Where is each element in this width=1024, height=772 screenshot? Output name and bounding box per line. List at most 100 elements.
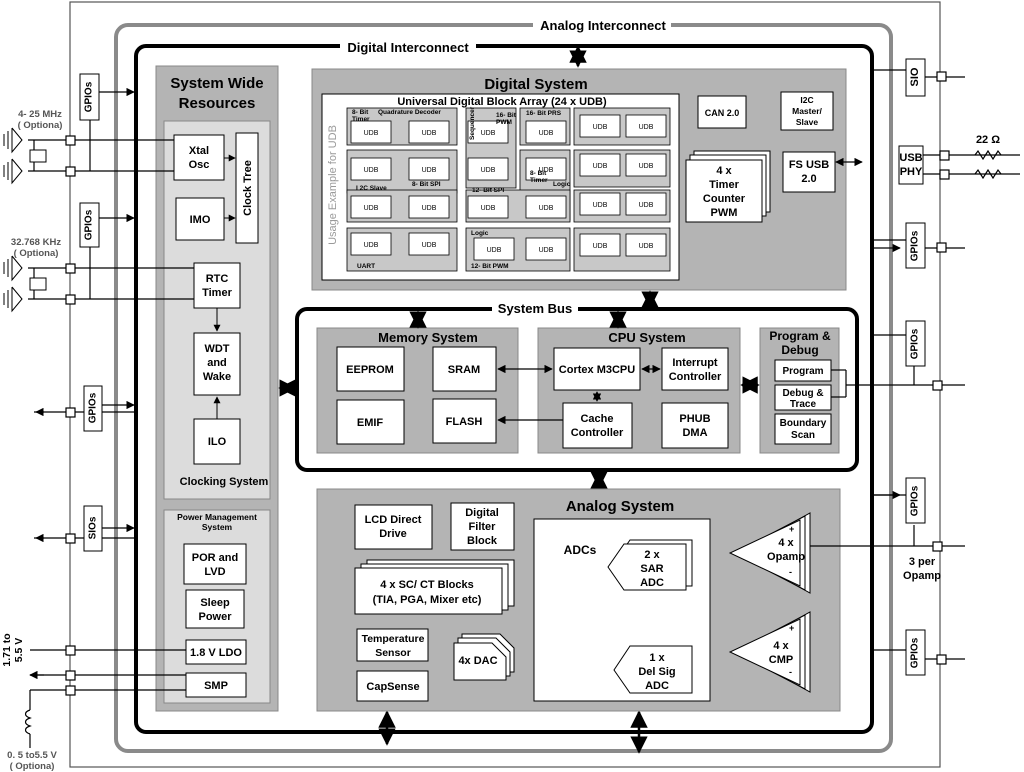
cpu-system-title: CPU System (608, 330, 685, 345)
udb-cell (525, 195, 567, 219)
timer-counter-line2: Timer (709, 179, 739, 191)
sleep-power-line1: Sleep (200, 597, 230, 609)
ilo-block (193, 418, 241, 465)
pin-xtal-in (65, 135, 76, 146)
i2c-master-line2: Master/ (792, 106, 822, 116)
imo-block (175, 197, 225, 241)
program-label: Program (782, 366, 823, 377)
interrupt-line2: Controller (669, 371, 722, 383)
gpio-label-l3: GPIOs (88, 392, 99, 423)
analog-interconnect-label: Analog Interconnect (540, 18, 666, 33)
pin-khz-in (65, 263, 76, 274)
udb-array-title: Universal Digital Block Array (24 x UDB) (397, 96, 607, 108)
gpio-label-r4: GPIOs (910, 637, 921, 668)
ground-icon-1 (3, 127, 23, 154)
crystal-khz (29, 277, 47, 291)
udb-cell-label: UDB (639, 124, 654, 131)
udb-cell-label: UDB (364, 167, 379, 174)
usb-phy-box (898, 145, 924, 185)
sc-ct-line1: 4 x SC/ CT Blocks (380, 579, 474, 591)
system-bus-label: System Bus (498, 301, 572, 316)
power-mgmt-line1: Power Management (177, 512, 257, 522)
dfb-line1: Digital (465, 507, 499, 519)
pin-usb-dm (939, 169, 950, 180)
sar-adc-line3: ADC (640, 577, 664, 589)
boost-line1: 0. 5 to5.5 V (7, 750, 57, 761)
analog-interconnect-label-bg (533, 17, 671, 33)
cmp-stack (728, 611, 811, 693)
gpio-label-r3: GPIOs (910, 485, 921, 516)
flash-block (432, 398, 497, 444)
memory-system-title: Memory System (378, 330, 478, 345)
digital-system-title: Digital System (484, 76, 587, 93)
left-stub-arrows (29, 87, 901, 680)
pin-boost (65, 685, 76, 696)
rtc-timer-line1: RTC (206, 273, 229, 285)
udb-cell (579, 233, 621, 257)
lbl-8bit-timer-2: Timer (352, 116, 370, 123)
usage-example-label: Usage Example for UDB (327, 125, 339, 245)
temperature-sensor-block (356, 628, 429, 662)
lbl-16bit-pwm-2: PWM (496, 119, 512, 126)
cortex-m3-label: Cortex M3CPU (559, 364, 635, 376)
udb-cell (408, 195, 450, 219)
sleep-power-block (185, 589, 245, 629)
timer-counter-stack (685, 150, 771, 223)
udb-cell-label: UDB (593, 202, 608, 209)
udb-cell (579, 192, 621, 216)
system-wide-title-line1: System Wide (170, 75, 263, 92)
usb-phy-line2: PHY (900, 166, 923, 178)
opamp-line2: Opamp (767, 551, 805, 563)
eeprom-label: EEPROM (346, 364, 394, 376)
udb-cell (579, 153, 621, 177)
analog-system-title: Analog System (566, 498, 674, 515)
udb-cell (467, 195, 509, 219)
timer-counter-line3: Counter (703, 193, 746, 205)
xtal-osc-line2: Osc (189, 159, 210, 171)
fs-usb-line2: 2.0 (801, 173, 816, 185)
udb-cell (467, 120, 509, 144)
udb-cell-label: UDB (639, 163, 654, 170)
por-lvd-block (183, 543, 247, 585)
phub-line1: PHUB (679, 413, 710, 425)
boost-inductor (24, 709, 32, 735)
fs-usb-block (782, 151, 836, 193)
opamp-plus-sign: + (789, 524, 794, 534)
lbl-sequencer: Sequencer (469, 106, 476, 140)
resistor-dm (974, 168, 1002, 180)
opamp-minus-sign: - (789, 567, 792, 577)
udb-cell-label: UDB (639, 202, 654, 209)
sio-box (905, 58, 926, 97)
cortex-m3-block (553, 347, 641, 391)
boundary-scan-line2: Scan (791, 430, 815, 441)
pin-gpio-r4 (936, 654, 947, 665)
dfb-line3: Block (467, 535, 498, 547)
can-block (697, 95, 747, 129)
udb-cell (350, 232, 392, 256)
debug-trace-line2: Trace (790, 399, 817, 410)
udb-cell (467, 157, 509, 181)
udb-cell (350, 157, 392, 181)
pin-opamp (932, 541, 943, 552)
por-lvd-line1: POR and (192, 552, 238, 564)
sc-ct-stack (354, 559, 515, 615)
debug-trace-block (774, 384, 832, 411)
crystal-mhz (29, 149, 47, 163)
ground-symbols (3, 127, 23, 313)
temp-line2: Sensor (375, 647, 411, 659)
sar-adc-line2: SAR (640, 563, 663, 575)
udb-cell (408, 157, 450, 181)
lbl-uart: UART (357, 263, 375, 270)
lbl-16bit-prs: 16- Bit PRS (526, 110, 562, 117)
ground-icon-4 (3, 286, 23, 313)
lbl-logic-a: Logic (553, 181, 571, 188)
udb-cell (625, 233, 667, 257)
lcd-direct-drive-block (354, 504, 433, 550)
clocking-system-label: Clocking System (180, 476, 269, 488)
wdt-wake-block (193, 332, 241, 396)
udb-cell (625, 153, 667, 177)
digital-interconnect-label: Digital Interconnect (347, 40, 469, 55)
udb-cell-label: UDB (593, 163, 608, 170)
digital-interconnect-ring (134, 44, 874, 734)
usb-phy-line1: USB (899, 152, 922, 164)
